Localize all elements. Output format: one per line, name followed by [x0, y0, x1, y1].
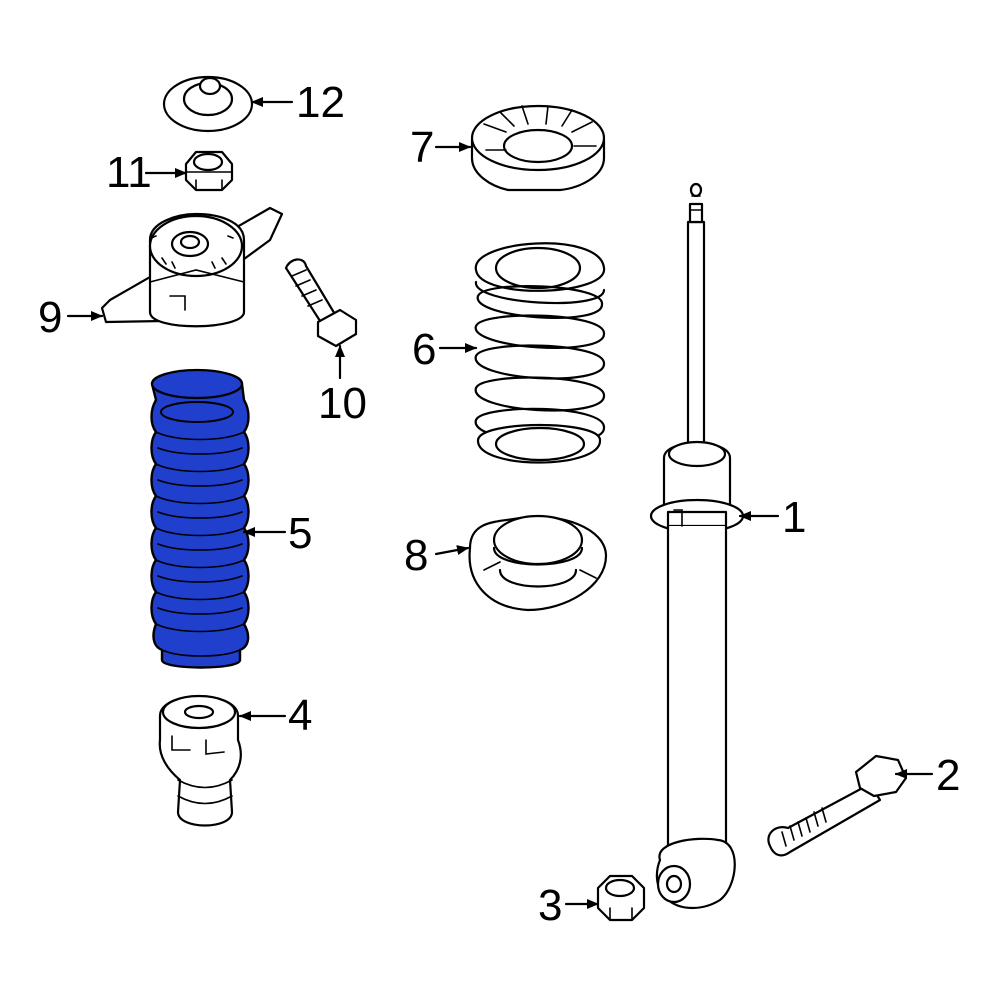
part-4-bump-stop[interactable] [158, 694, 242, 827]
callout-8: 8 [404, 531, 428, 580]
part-8-lower-spring-seat[interactable] [468, 514, 608, 612]
part-5-dust-boot[interactable] [150, 368, 250, 669]
callout-12: 12 [296, 78, 345, 127]
part-7-upper-spring-seat[interactable] [470, 104, 606, 192]
callout-10: 10 [318, 379, 367, 428]
part-2-bolt[interactable] [767, 754, 908, 857]
callout-7: 7 [410, 123, 434, 172]
part-9-upper-mount[interactable] [100, 206, 284, 328]
callout-9: 9 [38, 293, 62, 342]
callout-5: 5 [288, 509, 312, 558]
callout-6: 6 [412, 325, 436, 374]
part-12-dust-cap[interactable] [162, 75, 254, 133]
part-10-bolt[interactable] [284, 258, 358, 348]
callout-2: 2 [936, 751, 960, 800]
part-11-nut[interactable] [184, 150, 234, 192]
part-6-coil-spring[interactable] [474, 242, 606, 464]
callout-1: 1 [782, 493, 806, 542]
callout-11: 11 [106, 148, 152, 197]
part-3-nut[interactable] [596, 874, 646, 922]
callout-4: 4 [288, 691, 312, 740]
leader-lines [66, 97, 934, 909]
callout-3: 3 [538, 881, 562, 930]
part-1-shock-absorber[interactable] [649, 182, 745, 910]
